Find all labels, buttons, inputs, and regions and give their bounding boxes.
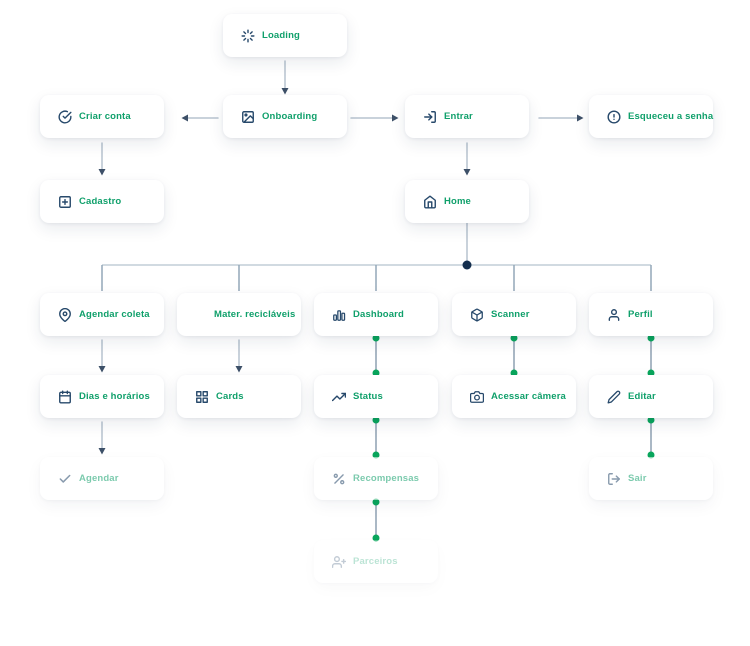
node-dashboard[interactable]: Dashboard (314, 293, 438, 336)
node-label: Parceiros (353, 556, 398, 567)
node-label: Criar conta (79, 111, 131, 122)
calendar-icon (58, 389, 72, 404)
check-circle-icon (58, 109, 72, 124)
node-status[interactable]: Status (314, 375, 438, 418)
node-label: Perfil (628, 309, 653, 320)
node-acessar-camera[interactable]: Acessar câmera (452, 375, 576, 418)
green-connector-lines (375, 338, 652, 538)
check-icon (58, 472, 72, 486)
node-label: Dias e horários (79, 391, 150, 402)
image-icon (241, 110, 255, 124)
node-esqueceu-a-senha[interactable]: Esqueceu a senha (589, 95, 713, 138)
user-plus-icon (332, 555, 346, 569)
node-label: Agendar coleta (79, 309, 150, 320)
junction-dot (462, 260, 472, 270)
node-recompensas[interactable]: Recompensas (314, 457, 438, 500)
node-label: Loading (262, 30, 300, 41)
node-label: Mater. recicláveis (214, 309, 296, 320)
node-dias-e-horarios[interactable]: Dias e horários (40, 375, 164, 418)
node-cadastro[interactable]: Cadastro (40, 180, 164, 223)
node-onboarding[interactable]: Onboarding (223, 95, 347, 138)
node-loading[interactable]: Loading (223, 14, 347, 57)
node-criar-conta[interactable]: Criar conta (40, 95, 164, 138)
alert-circle-icon (607, 109, 621, 124)
node-parceiros[interactable]: Parceiros (314, 540, 438, 583)
green-connector-dots (372, 334, 655, 542)
camera-icon (470, 390, 484, 404)
loader-icon (241, 28, 255, 43)
node-scanner[interactable]: Scanner (452, 293, 576, 336)
grid-icon (195, 390, 209, 404)
node-label: Home (444, 196, 471, 207)
node-entrar[interactable]: Entrar (405, 95, 529, 138)
node-label: Status (353, 391, 383, 402)
log-out-icon (607, 472, 621, 486)
map-pin-icon (58, 307, 72, 322)
node-label: Onboarding (262, 111, 318, 122)
node-label: Editar (628, 391, 656, 402)
node-label: Sair (628, 473, 647, 484)
node-mater-reciclaveis[interactable]: Mater. recicláveis (177, 293, 301, 336)
node-label: Cadastro (79, 196, 122, 207)
node-label: Scanner (491, 309, 530, 320)
node-label: Acessar câmera (491, 391, 566, 402)
node-label: Agendar (79, 473, 119, 484)
node-perfil[interactable]: Perfil (589, 293, 713, 336)
edit-icon (607, 390, 621, 404)
trending-up-icon (332, 390, 346, 404)
home-icon (423, 194, 437, 209)
node-agendar[interactable]: Agendar (40, 457, 164, 500)
node-home[interactable]: Home (405, 180, 529, 223)
node-label: Cards (216, 391, 244, 402)
node-label: Recompensas (353, 473, 420, 484)
node-cards[interactable]: Cards (177, 375, 301, 418)
node-agendar-coleta[interactable]: Agendar coleta (40, 293, 164, 336)
user-icon (607, 308, 621, 322)
percent-icon (332, 472, 346, 486)
node-label: Esqueceu a senha (628, 111, 714, 122)
node-label: Entrar (444, 111, 473, 122)
junction-tree (101, 223, 652, 291)
bar-chart-icon (332, 308, 346, 322)
node-editar[interactable]: Editar (589, 375, 713, 418)
package-icon (470, 308, 484, 322)
node-label: Dashboard (353, 309, 404, 320)
plus-square-icon (58, 195, 72, 209)
log-in-icon (423, 110, 437, 124)
node-sair[interactable]: Sair (589, 457, 713, 500)
